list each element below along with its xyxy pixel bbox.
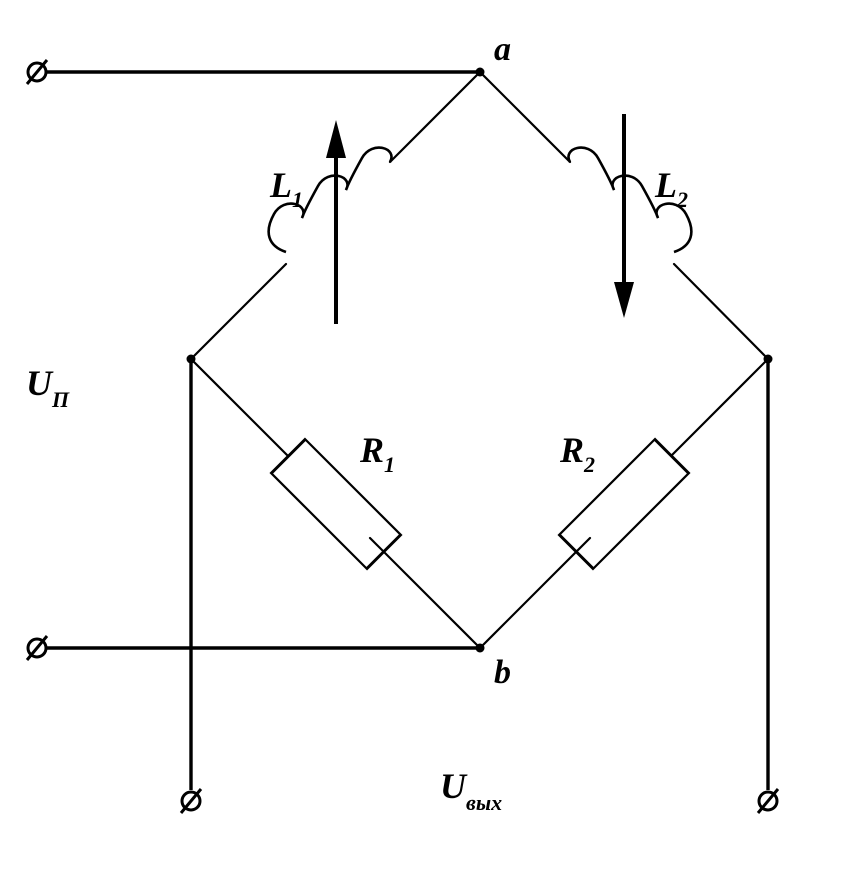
wire-right-to-r2 [656,357,770,471]
wire-l2-to-right [672,262,770,361]
arrow-down-icon [614,282,634,318]
wire-r1-to-b [368,536,482,650]
wire-left-to-r1 [189,357,304,472]
label-l1: L1 [269,165,303,212]
inductor-l1 [267,146,393,254]
arrow-up-icon [326,120,346,158]
node-right [763,354,773,364]
wire-r2-to-b [478,536,592,650]
wire-a-to-l2 [478,70,572,164]
node-left [186,354,196,364]
label-supply-voltage: UП [26,363,70,412]
label-output-voltage: Uвых [440,766,502,815]
label-node-a: a [494,31,511,68]
inductor-l2 [567,146,693,254]
node-a [475,67,485,77]
label-l2: L2 [654,165,688,212]
terminal-output-right-icon [756,788,780,814]
wire-a-to-l1 [388,70,482,164]
terminal-output-left-icon [179,788,203,814]
label-r1: R1 [359,430,395,477]
label-node-b: b [494,654,511,691]
label-r2: R2 [559,430,595,477]
terminal-supply-bottom-icon [25,635,49,661]
node-b [475,643,485,653]
terminal-supply-top-icon [25,59,49,85]
wire-l1-to-left [189,262,288,361]
